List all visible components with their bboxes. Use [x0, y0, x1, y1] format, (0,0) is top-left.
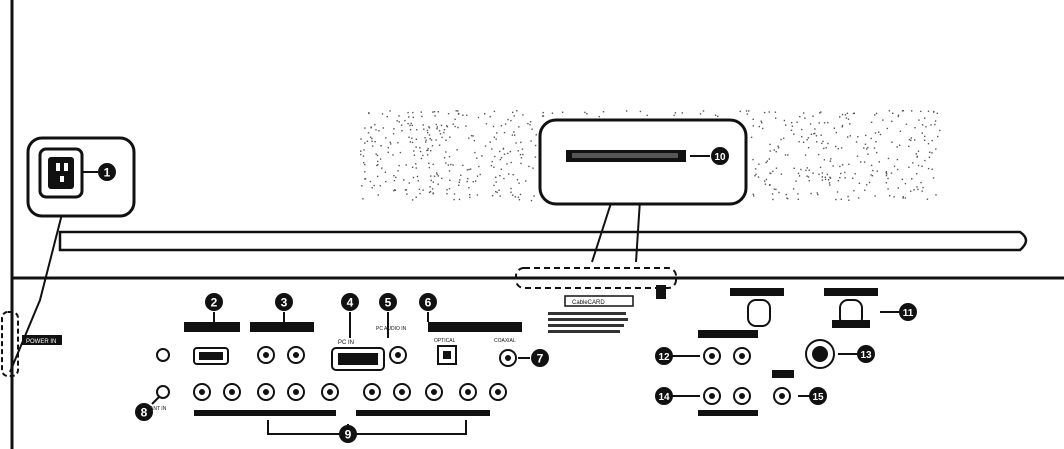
rca-jack-icon: [703, 347, 721, 365]
svg-text:11: 11: [903, 308, 914, 319]
badge-3: 3: [275, 293, 293, 311]
badge-1: 1: [98, 163, 116, 181]
svg-text:9: 9: [345, 428, 352, 442]
rca-jack-icon: [287, 383, 305, 401]
coaxial-label: COAXIAL: [494, 338, 516, 344]
rca-jack-icon: [321, 383, 339, 401]
left-jack-panel: [156, 322, 522, 435]
optical-label: OPTICAL: [434, 338, 456, 344]
svg-text:12: 12: [658, 352, 670, 363]
pc-audio-in-label: PC AUDIO IN: [376, 326, 407, 332]
badge-6: 6: [419, 293, 437, 311]
badge-4: 4: [341, 293, 359, 311]
badge-7: 7: [531, 349, 549, 367]
rca-jack-icon: [733, 347, 751, 365]
badge-10: 10: [711, 147, 729, 165]
rca-jack-icon: [193, 383, 211, 401]
vent-speckle: [360, 110, 941, 202]
rca-jack-icon: [257, 383, 275, 401]
pc-in-port-icon: [331, 347, 385, 371]
rca-jack-icon: [389, 346, 407, 364]
svg-text:15: 15: [812, 392, 824, 403]
tv-body: [10, 0, 1064, 449]
hdmi-port-icon: [193, 347, 229, 365]
badge-11: 11: [899, 303, 917, 321]
svg-text:8: 8: [141, 406, 148, 420]
svg-text:13: 13: [860, 350, 872, 361]
rca-jack-icon: [773, 387, 791, 405]
power-tag-marker: [1, 311, 62, 377]
badge-2: 2: [205, 293, 223, 311]
rca-jack-icon: [257, 346, 275, 364]
rca-jack-icon: [223, 383, 241, 401]
optical-port-icon: [437, 345, 457, 365]
ant-in-label: ANT IN: [150, 406, 167, 412]
svg-text:14: 14: [658, 392, 670, 403]
badge-12: 12: [655, 347, 673, 365]
svg-text:5: 5: [385, 296, 392, 310]
svg-text:7: 7: [537, 352, 544, 366]
right-jack-panel: [698, 288, 878, 416]
ant-in-jack-icon: [156, 385, 170, 399]
svg-text:1: 1: [104, 166, 111, 180]
rca-jacks: [193, 346, 791, 405]
power-tag-label: POWER IN: [26, 339, 56, 345]
rca-jack-icon: [393, 383, 411, 401]
badge-13: 13: [857, 345, 875, 363]
rca-jack-icon: [425, 383, 443, 401]
leader-lines: [151, 311, 900, 434]
badge-9: 9: [339, 425, 357, 443]
svg-text:2: 2: [211, 296, 218, 310]
badge-15: 15: [809, 387, 827, 405]
svg-text:6: 6: [425, 296, 432, 310]
badge-8: 8: [135, 403, 153, 421]
cablecard-label: CableCARD: [572, 300, 605, 306]
rca-jack-icon: [703, 387, 721, 405]
badge-14: 14: [655, 387, 673, 405]
s-video-port-icon: [805, 339, 835, 369]
rca-jack-icon: [459, 383, 477, 401]
rca-jack-icon: [287, 346, 305, 364]
svg-text:10: 10: [714, 152, 726, 163]
rca-jack-icon: [489, 383, 507, 401]
svg-text:4: 4: [347, 296, 354, 310]
rca-jack-icon: [363, 383, 381, 401]
pc-in-label: PC IN: [338, 340, 354, 346]
rca-jack-icon: [499, 349, 517, 367]
power-callout: [9, 136, 136, 373]
cablecard-callout: [515, 118, 748, 333]
badge-5: 5: [379, 293, 397, 311]
svg-text:3: 3: [281, 296, 288, 310]
rca-jack-icon: [733, 387, 751, 405]
